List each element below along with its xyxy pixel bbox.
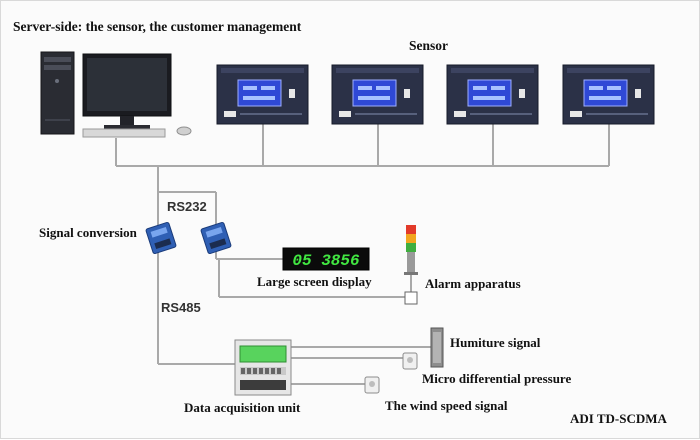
rs232-label: RS232 (167, 199, 207, 214)
diagram-title: Server-side: the sensor, the customer ma… (13, 19, 302, 34)
wiring (115, 124, 610, 385)
humiture-label: Humiture signal (450, 335, 541, 350)
rs485-label: RS485 (161, 300, 201, 315)
data-acquisition-label: Data acquisition unit (184, 400, 301, 415)
large-screen-display-device: 05 3856 (282, 247, 370, 271)
sensor-4 (562, 64, 655, 125)
pc-mouse (176, 126, 192, 136)
signal-converter-1 (145, 221, 177, 255)
micro-pressure-label: Micro differential pressure (422, 371, 572, 386)
data-acquisition-device (234, 339, 292, 396)
pc-keyboard (82, 128, 166, 138)
pressure-sensor (402, 352, 418, 370)
large-screen-label: Large screen display (257, 274, 372, 289)
sensor-2 (331, 64, 424, 125)
alarm-tower (404, 225, 418, 305)
large-screen-value: 05 3856 (292, 252, 360, 270)
sensor-1 (216, 64, 309, 125)
sensor-3 (446, 64, 539, 125)
wind-speed-label: The wind speed signal (385, 398, 508, 413)
brand-label: ADI TD-SCDMA (570, 411, 667, 426)
pc-tower (40, 51, 75, 135)
sensor-label: Sensor (409, 38, 449, 53)
server-computer (40, 51, 192, 138)
sensor-panels (216, 64, 655, 125)
signal-conversion-label: Signal conversion (39, 225, 137, 240)
wind-speed-sensor (364, 376, 380, 394)
signal-converter-2 (200, 221, 232, 255)
alarm-label: Alarm apparatus (425, 276, 521, 291)
humiture-probe (430, 327, 444, 368)
